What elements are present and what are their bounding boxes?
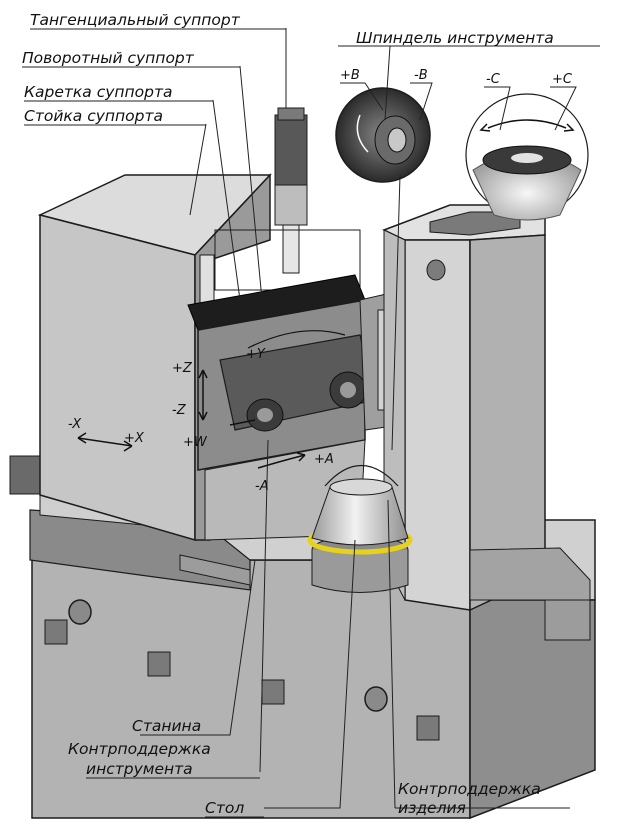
rotary-support — [219, 330, 376, 432]
axis-labels: +B -B -C +C +Z -Z +Y -X +X +W +A -A — [68, 68, 573, 494]
workpiece-column — [382, 204, 591, 612]
workpiece-cone — [311, 464, 409, 546]
support-column-body — [37, 173, 272, 541]
axis-plus-a: +A — [314, 452, 334, 467]
motion-arrows — [77, 369, 306, 469]
label-tool-counter-support-2: инструмента — [86, 760, 193, 778]
axis-minus-x: -X — [68, 417, 82, 432]
part-labels: Тангенциальный суппорт Поворотный суппор… — [22, 11, 554, 818]
label-support-carriage: Каретка суппорта — [24, 83, 173, 101]
axis-minus-z: -Z — [172, 403, 187, 418]
axis-plus-x: +X — [124, 431, 145, 446]
axis-plus-w: +W — [183, 435, 208, 450]
label-workpiece-counter-support-1: Контрподдержка — [398, 780, 541, 798]
axis-minus-c: -C — [486, 72, 501, 87]
axis-minus-b: -B — [414, 68, 428, 83]
leader-lines — [140, 28, 600, 809]
axis-plus-y: +Y — [246, 347, 266, 362]
c-axis-zoom-circle — [465, 93, 589, 221]
label-tangential-support: Тангенциальный суппорт — [30, 11, 241, 29]
label-tool-counter-support-1: Контрподдержка — [68, 740, 211, 758]
axis-minus-a: -A — [255, 479, 269, 494]
tangential-support — [214, 107, 361, 291]
label-rotary-support: Поворотный суппорт — [22, 49, 195, 67]
label-workpiece-counter-support-2: изделия — [398, 799, 466, 817]
label-bed: Станина — [132, 717, 201, 735]
axis-plus-b: +B — [340, 68, 360, 83]
label-support-column: Стойка суппорта — [24, 107, 163, 125]
label-table: Стол — [205, 799, 244, 817]
axis-plus-z: +Z — [172, 361, 193, 376]
label-tool-spindle: Шпиндель инструмента — [356, 29, 554, 47]
spindle-zoom-circle — [335, 87, 431, 183]
axis-plus-c: +C — [552, 72, 573, 87]
